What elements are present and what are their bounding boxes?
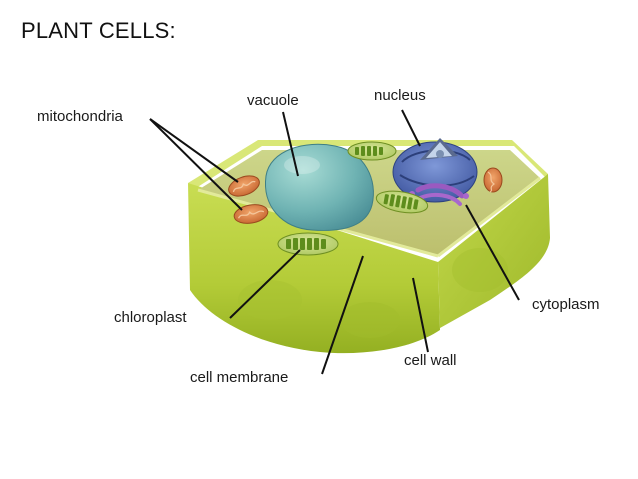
golgi-apparatus bbox=[409, 183, 469, 206]
leader-cytoplasm bbox=[465, 204, 520, 301]
label-mitochondria: mitochondria bbox=[37, 108, 123, 125]
leader-mitochondria-1 bbox=[149, 118, 239, 183]
leader-cell-wall bbox=[412, 277, 429, 353]
label-cell-wall: cell wall bbox=[404, 352, 457, 369]
leader-nucleus bbox=[401, 109, 421, 147]
leader-lines bbox=[149, 109, 520, 375]
vacuole bbox=[265, 143, 374, 231]
chloroplast-2 bbox=[347, 141, 397, 161]
leader-vacuole bbox=[282, 111, 299, 177]
chloroplast-1 bbox=[277, 232, 339, 256]
label-nucleus: nucleus bbox=[374, 87, 426, 104]
leader-mitochondria-2 bbox=[149, 118, 243, 211]
label-vacuole: vacuole bbox=[247, 92, 299, 109]
label-chloroplast: chloroplast bbox=[114, 309, 187, 326]
label-cell-membrane: cell membrane bbox=[190, 369, 289, 386]
chloroplast-3 bbox=[375, 190, 429, 214]
cell-wall bbox=[188, 140, 550, 354]
leader-chloroplast bbox=[229, 249, 301, 319]
mitochondrion-3 bbox=[483, 167, 503, 193]
slide-title: PLANT CELLS: bbox=[21, 18, 176, 43]
leader-cell-membrane bbox=[321, 255, 364, 375]
label-cytoplasm: cytoplasm bbox=[532, 296, 600, 313]
